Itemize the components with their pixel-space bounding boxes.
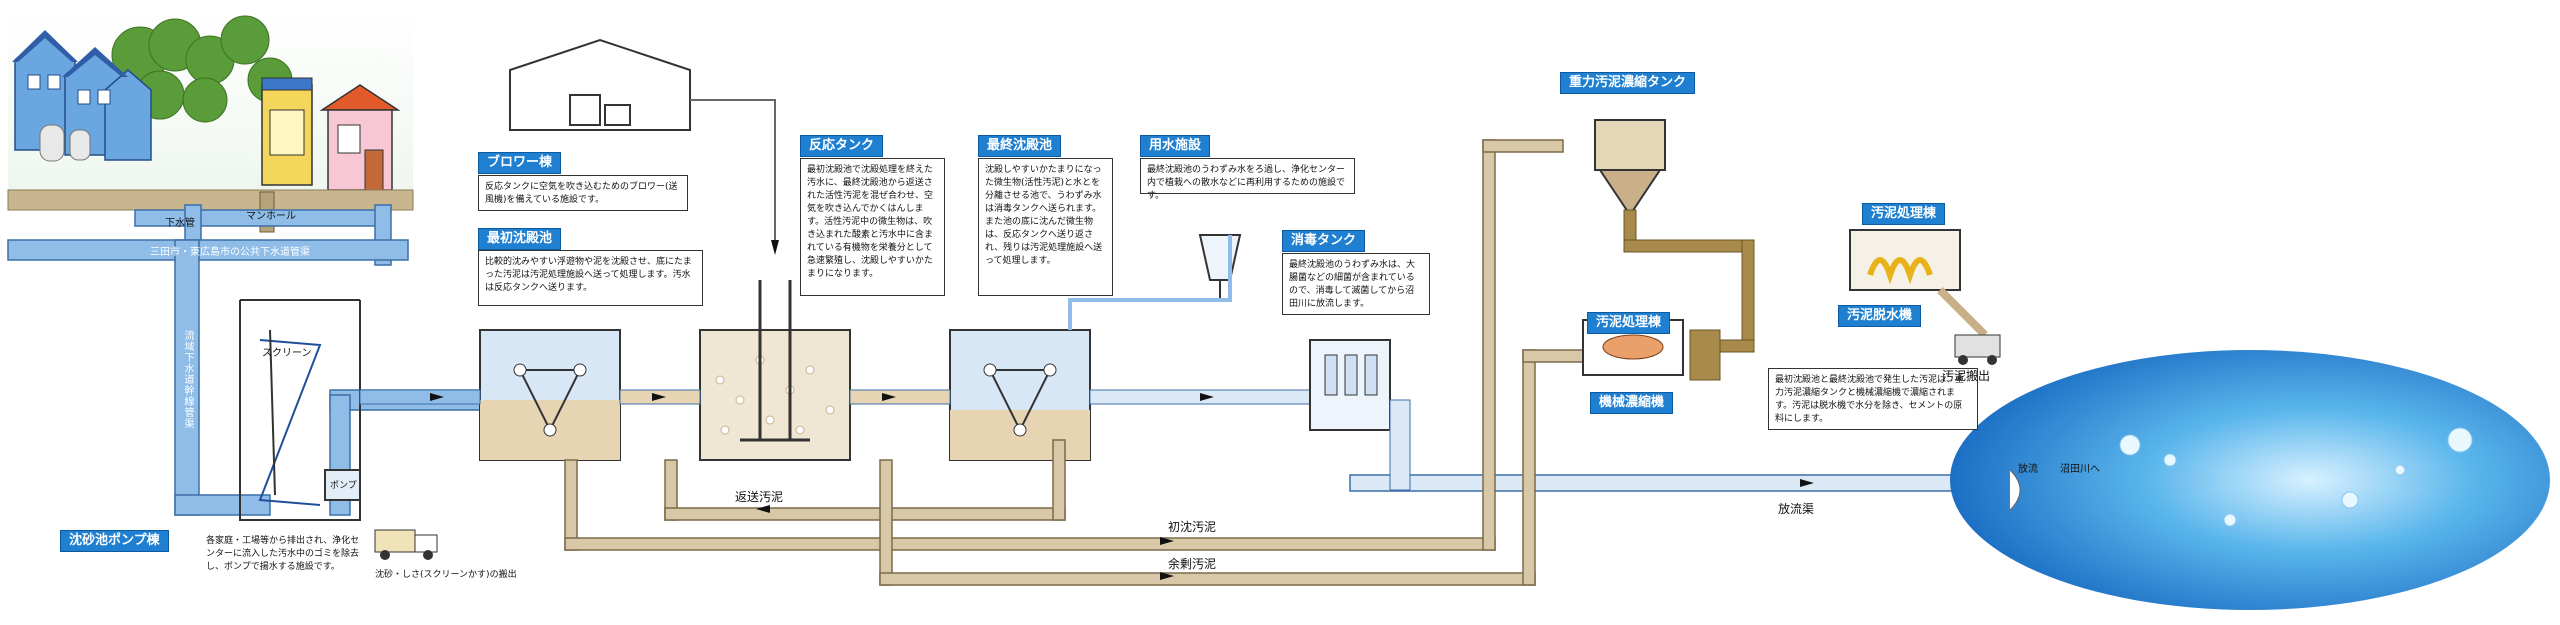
blower-title: ブロワー棟 [478,152,562,174]
sludge-lines [564,139,1584,586]
screenings-truck [374,529,438,560]
grit-chamber-building [239,299,361,521]
sludge-out-label: 汚泥搬出 [1942,369,1991,383]
excess-sludge-label: 余剰汚泥 [1168,557,1217,571]
sludge-note: 最初沈殿池と最終沈殿池で発生した汚泥は、重力汚泥濃縮タンクと機械濃縮機で濃縮され… [1768,368,1978,430]
primary-clarifier [479,329,621,461]
flow-arrows [430,240,1814,580]
river-water [1950,350,2550,610]
public-sewer-label: 三田市・東広島市の公共下水道管渠 [150,247,310,258]
reuse-desc: 最終沈殿池のうわずみ水をろ過し、浄化センター内で植栽への散水などに再利用するため… [1140,158,1355,201]
main-flow [359,389,1321,405]
final-clarifier [949,329,1091,461]
grit-pump-title: 沈砂池ポンプ棟 [60,530,169,552]
trunk-line-label: 流域下水道幹線管渠 [182,330,193,429]
effluent-pipe-label: 放流渠 [1778,502,1815,516]
disinfect-desc: 最終沈殿池のうわずみ水は、大腸菌などの細菌が含まれているので、消毒して滅菌してか… [1282,253,1430,315]
water-bubbles [2119,427,2473,527]
dewatering-building [1849,229,2001,365]
sludge-building-1-title: 汚泥処理棟 [1587,312,1671,334]
screenings-label: 沈砂・しさ(スクリーンかす)の搬出 [375,570,517,580]
river-label: 沼田川へ [2060,464,2100,475]
blower-desc: 反応タンクに空気を吹き込むためのブロワー(送風機)を備えている施設です。 [478,175,688,211]
mech-thickener-title: 機械濃縮機 [1590,392,1674,414]
reaction-title: 反応タンク [800,135,884,157]
disinfection-tank [1309,339,1411,491]
grit-pump-desc: 各家庭・工場等から排出され、浄化センターに流入した汚水中のゴミを除去し、ポンプで… [200,530,370,580]
gravity-thickener [1594,119,1755,353]
reuse-facility [1068,234,1242,330]
final-desc: 沈殿しやすいかたまりになった微生物(活性汚泥)と水とを分離させる池で、うわずみ水… [978,158,1113,296]
dewater-title: 汚泥脱水機 [1838,305,1922,327]
pump-label: ポンプ [330,481,357,491]
sludge-building-2-title: 汚泥処理棟 [1862,203,1946,225]
reuse-title: 用水施設 [1140,135,1211,157]
return-sludge-label: 返送汚泥 [735,490,784,504]
discharge-label: 放流 [2018,464,2038,475]
town-scene [7,8,414,233]
gravity-thickener-title: 重力汚泥濃縮タンク [1560,72,1696,94]
primary-title: 最初沈殿池 [478,228,562,250]
sewer-pipe-label: 下水管 [165,218,195,229]
blower-building [509,38,776,250]
primary-desc: 比較的沈みやすい浮遊物や泥を沈殿させ、底にたまった汚泥は汚泥処理施設へ送って処理… [478,250,703,306]
reaction-tank [699,280,851,461]
primary-sludge-label: 初沈汚泥 [1168,520,1217,534]
screen-label: スクリーン [262,348,312,359]
manhole-label: マンホール [246,211,296,222]
disinfect-title: 消毒タンク [1282,230,1366,252]
reaction-desc: 最初沈殿池で沈殿処理を終えた汚水に、最終沈殿池から返送された活性汚泥を混ぜ合わせ… [800,158,945,296]
final-title: 最終沈殿池 [978,135,1062,157]
